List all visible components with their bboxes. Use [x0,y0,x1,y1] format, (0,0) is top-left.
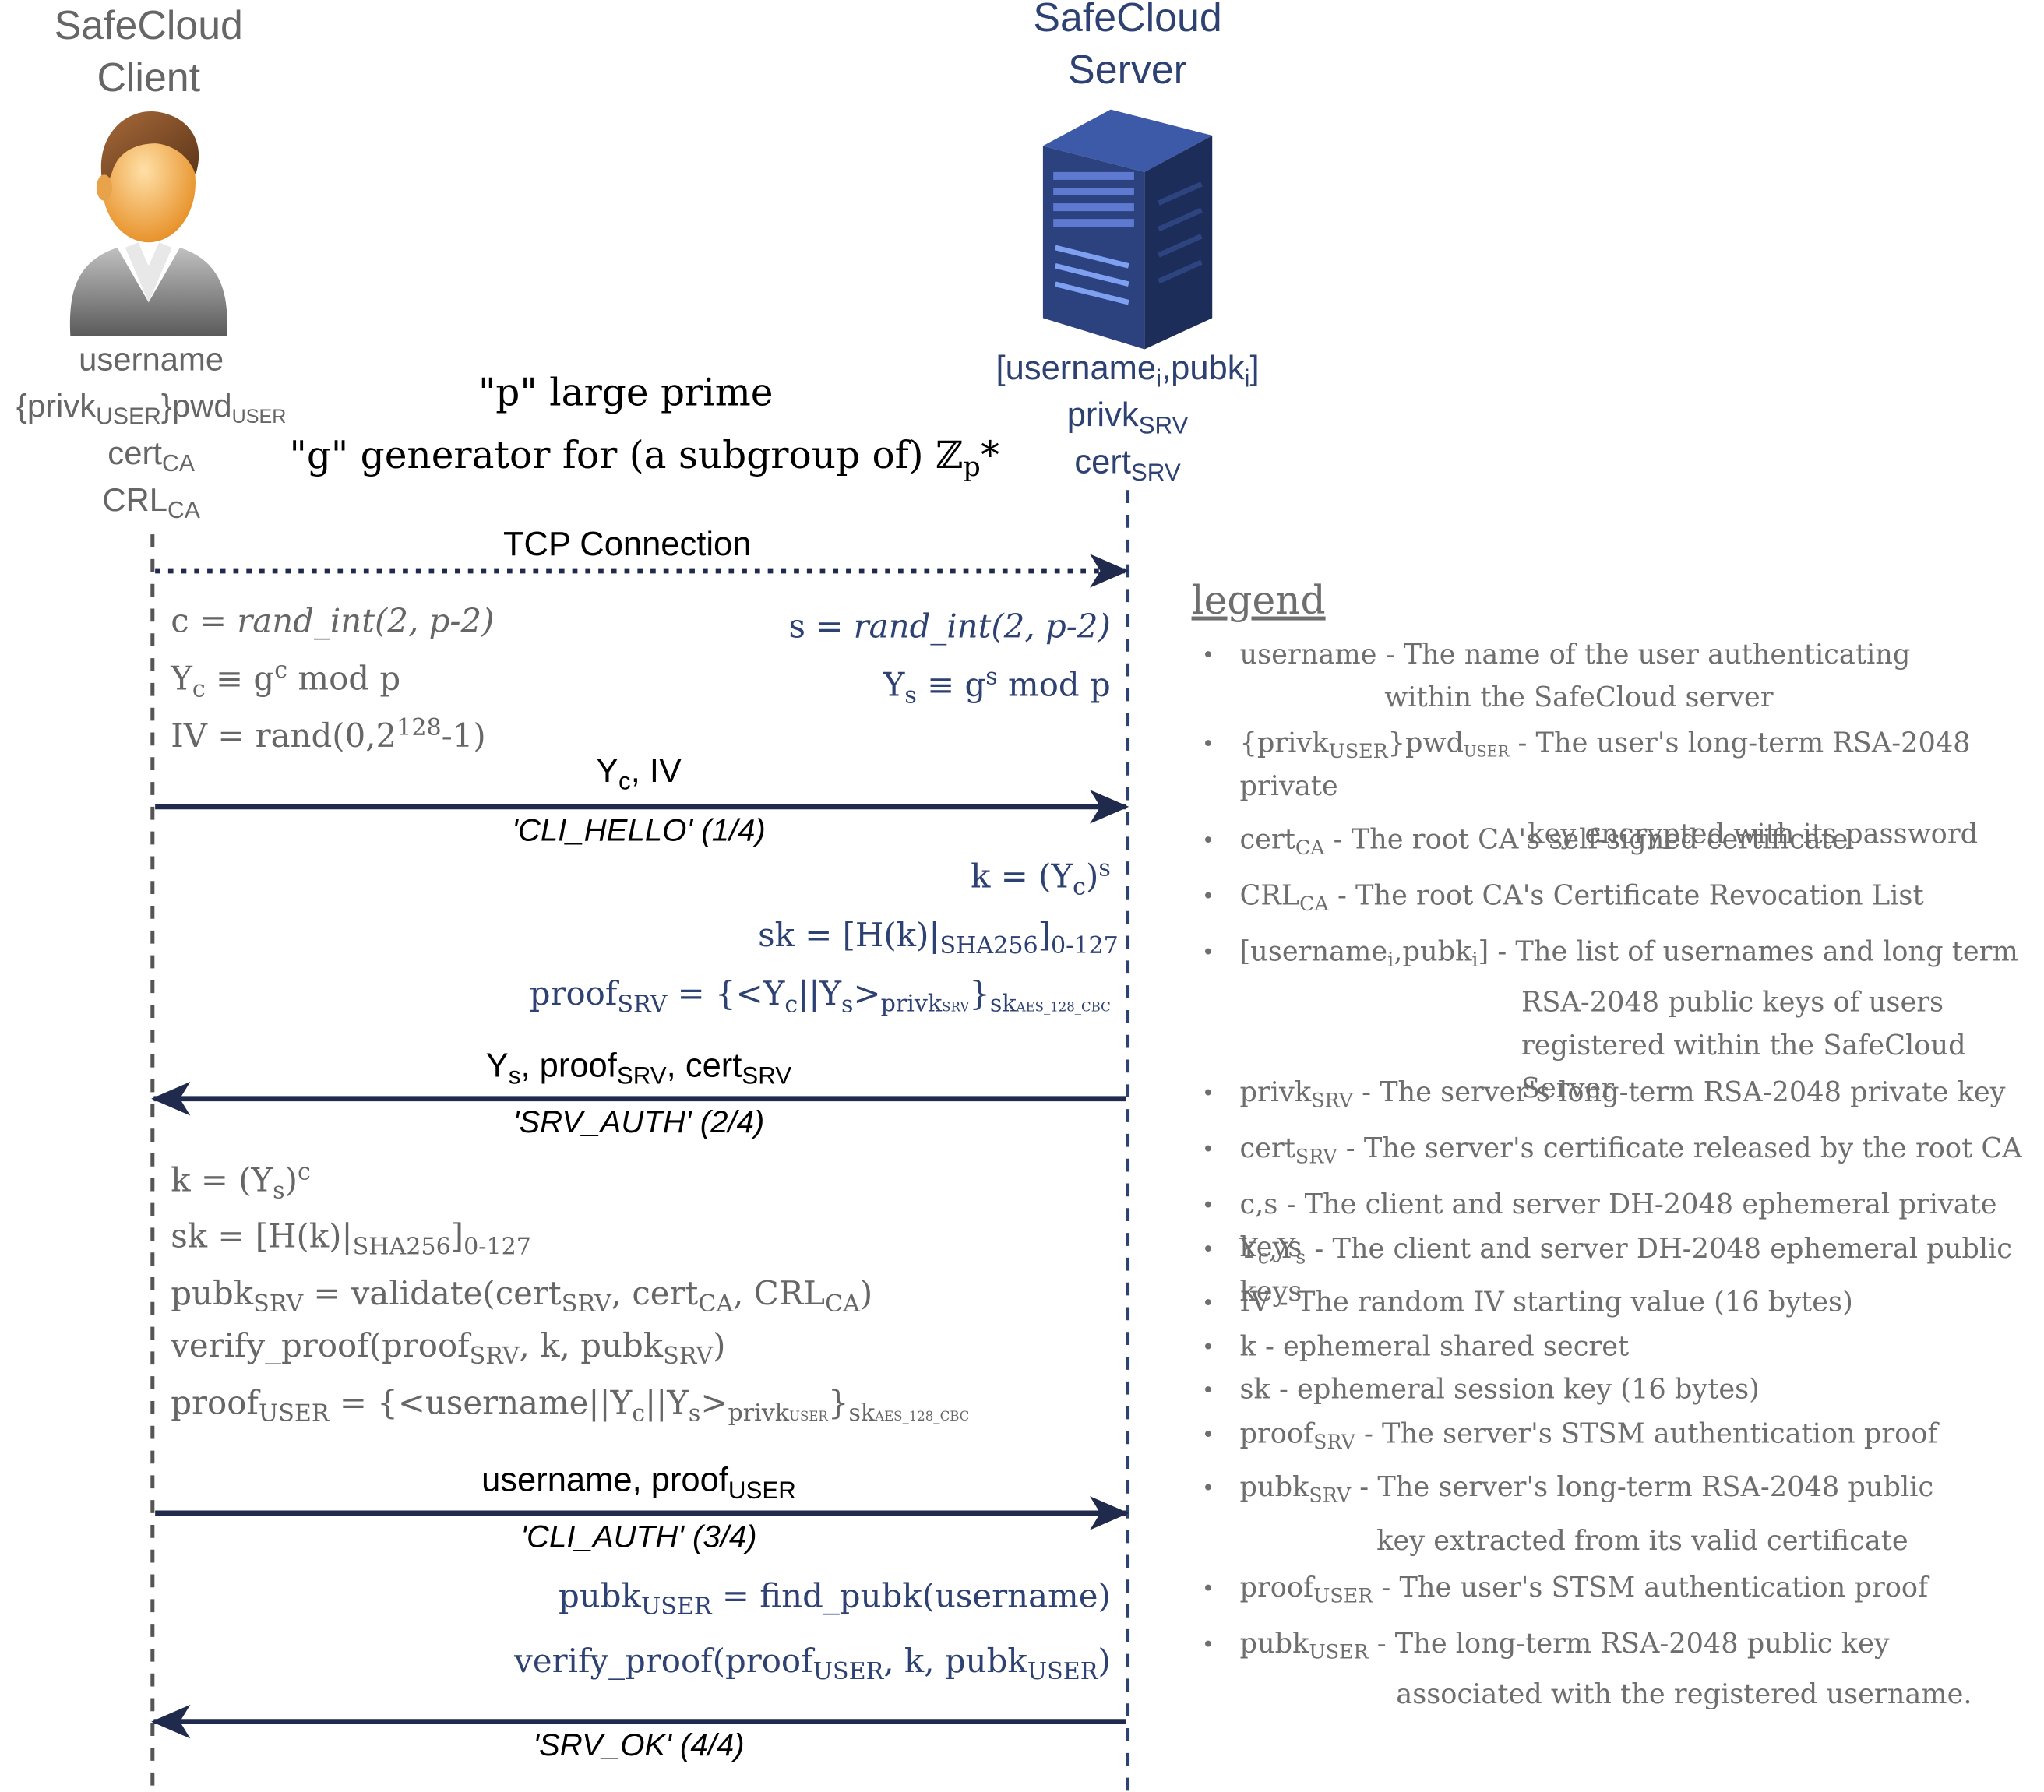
legend-item: [usernamei,pubki] - The list of username… [1196,931,2044,1104]
server-identity: [usernamei,pubki] privkSRV certSRV [964,344,1290,485]
client-step-k: k = (Ys)c [171,1158,311,1205]
server-user-list: [usernamei,pubki] [996,347,1260,393]
legend-item: proofUSER - The user's STSM authenticati… [1196,1567,2044,1623]
legend-item: username - The name of the user authenti… [1196,633,2044,722]
cli-auth-payload: username, proofUSER [481,1459,796,1504]
server-privk: privkSRV [1066,395,1189,439]
tcp-label: TCP Connection [502,523,752,563]
server-step-sk: sk = [H(k)|SHA256]0-127 [758,916,1119,960]
user-avatar-icon [69,111,227,336]
legend-item: certCA - The root CA's self-signed certi… [1196,819,2044,875]
client-crl: CRLCA [102,482,200,523]
cli-hello-name: 'CLI_HELLO' (1/4) [512,813,766,849]
client-step-proof: proofUSER = {<username||Yc||Ys>privkUSER… [171,1384,970,1428]
param-g: "g" generator for (a subgroup of) ℤp* [289,432,1000,483]
legend-item: sk - ephemeral session key (16 bytes) [1196,1368,2044,1413]
legend-item: proofSRV - The server's STSM authenticat… [1196,1413,2044,1466]
client-step-pubk: pubkSRV = validate(certSRV, certCA, CRLC… [171,1274,873,1318]
client-step-yc: Yc ≡ gc mod p [171,657,401,703]
srv-auth-name: 'SRV_AUTH' (2/4) [513,1105,765,1141]
param-p: "p" large prime [478,370,774,415]
client-identity: username {privkUSER}pwdUSER certCA CRLCA [0,336,302,524]
server-icon [1042,109,1213,350]
client-step-iv: IV = rand(0,2128-1) [171,714,486,755]
cli-hello-payload: Yc, IV [596,750,682,795]
legend-item: pubkUSER - The long-term RSA-2048 public… [1196,1622,2044,1721]
srv-ok-name: 'SRV_OK' (4/4) [533,1728,745,1764]
server-step-k: k = (Yc)s [971,854,1111,902]
server-cert: certSRV [1074,442,1181,486]
server-title: SafeCloud Server [1033,0,1222,93]
server-step-find-pubk: pubkUSER = find_pubk(username) [559,1576,1111,1621]
client-step-verify: verify_proof(proofSRV, k, pubkSRV) [171,1326,726,1371]
srv-auth-payload: Ys, proofSRV, certSRV [485,1045,792,1090]
client-title: SafeCloud Client [54,2,243,100]
server-step-verify: verify_proof(proofUSER, k, pubkUSER) [514,1642,1111,1686]
legend-item: pubkSRV - The server's long-term RSA-204… [1196,1466,2044,1567]
legend-item: k - ephemeral shared secret [1196,1326,2044,1368]
client-step-sk: sk = [H(k)|SHA256]0-127 [171,1217,531,1261]
legend-item: IV - The random IV starting value (16 by… [1196,1281,2044,1326]
client-step-c: c = rand_int(2, p-2) [171,602,495,640]
cli-auth-name: 'CLI_AUTH' (3/4) [520,1519,757,1555]
legend-item: privkSRV - The server's long-term RSA-20… [1196,1072,2044,1128]
client-username: username [79,341,224,378]
server-step-ys: Ys ≡ gs mod p [883,663,1111,710]
legend-title: legend [1191,579,1326,625]
server-step-proof: proofSRV = {<Yc||Ys>privkSRV}skAES_128_C… [529,974,1111,1019]
server-step-s: s = rand_int(2, p-2) [788,607,1111,646]
client-cert: certCA [107,435,195,477]
legend-item: certSRV - The server's certificate relea… [1196,1128,2044,1184]
legend-list: username - The name of the user authenti… [1196,633,2044,1721]
client-privk: {privkUSER}pwdUSER [16,388,287,430]
legend-item: CRLCA - The root CA's Certificate Revoca… [1196,875,2044,931]
